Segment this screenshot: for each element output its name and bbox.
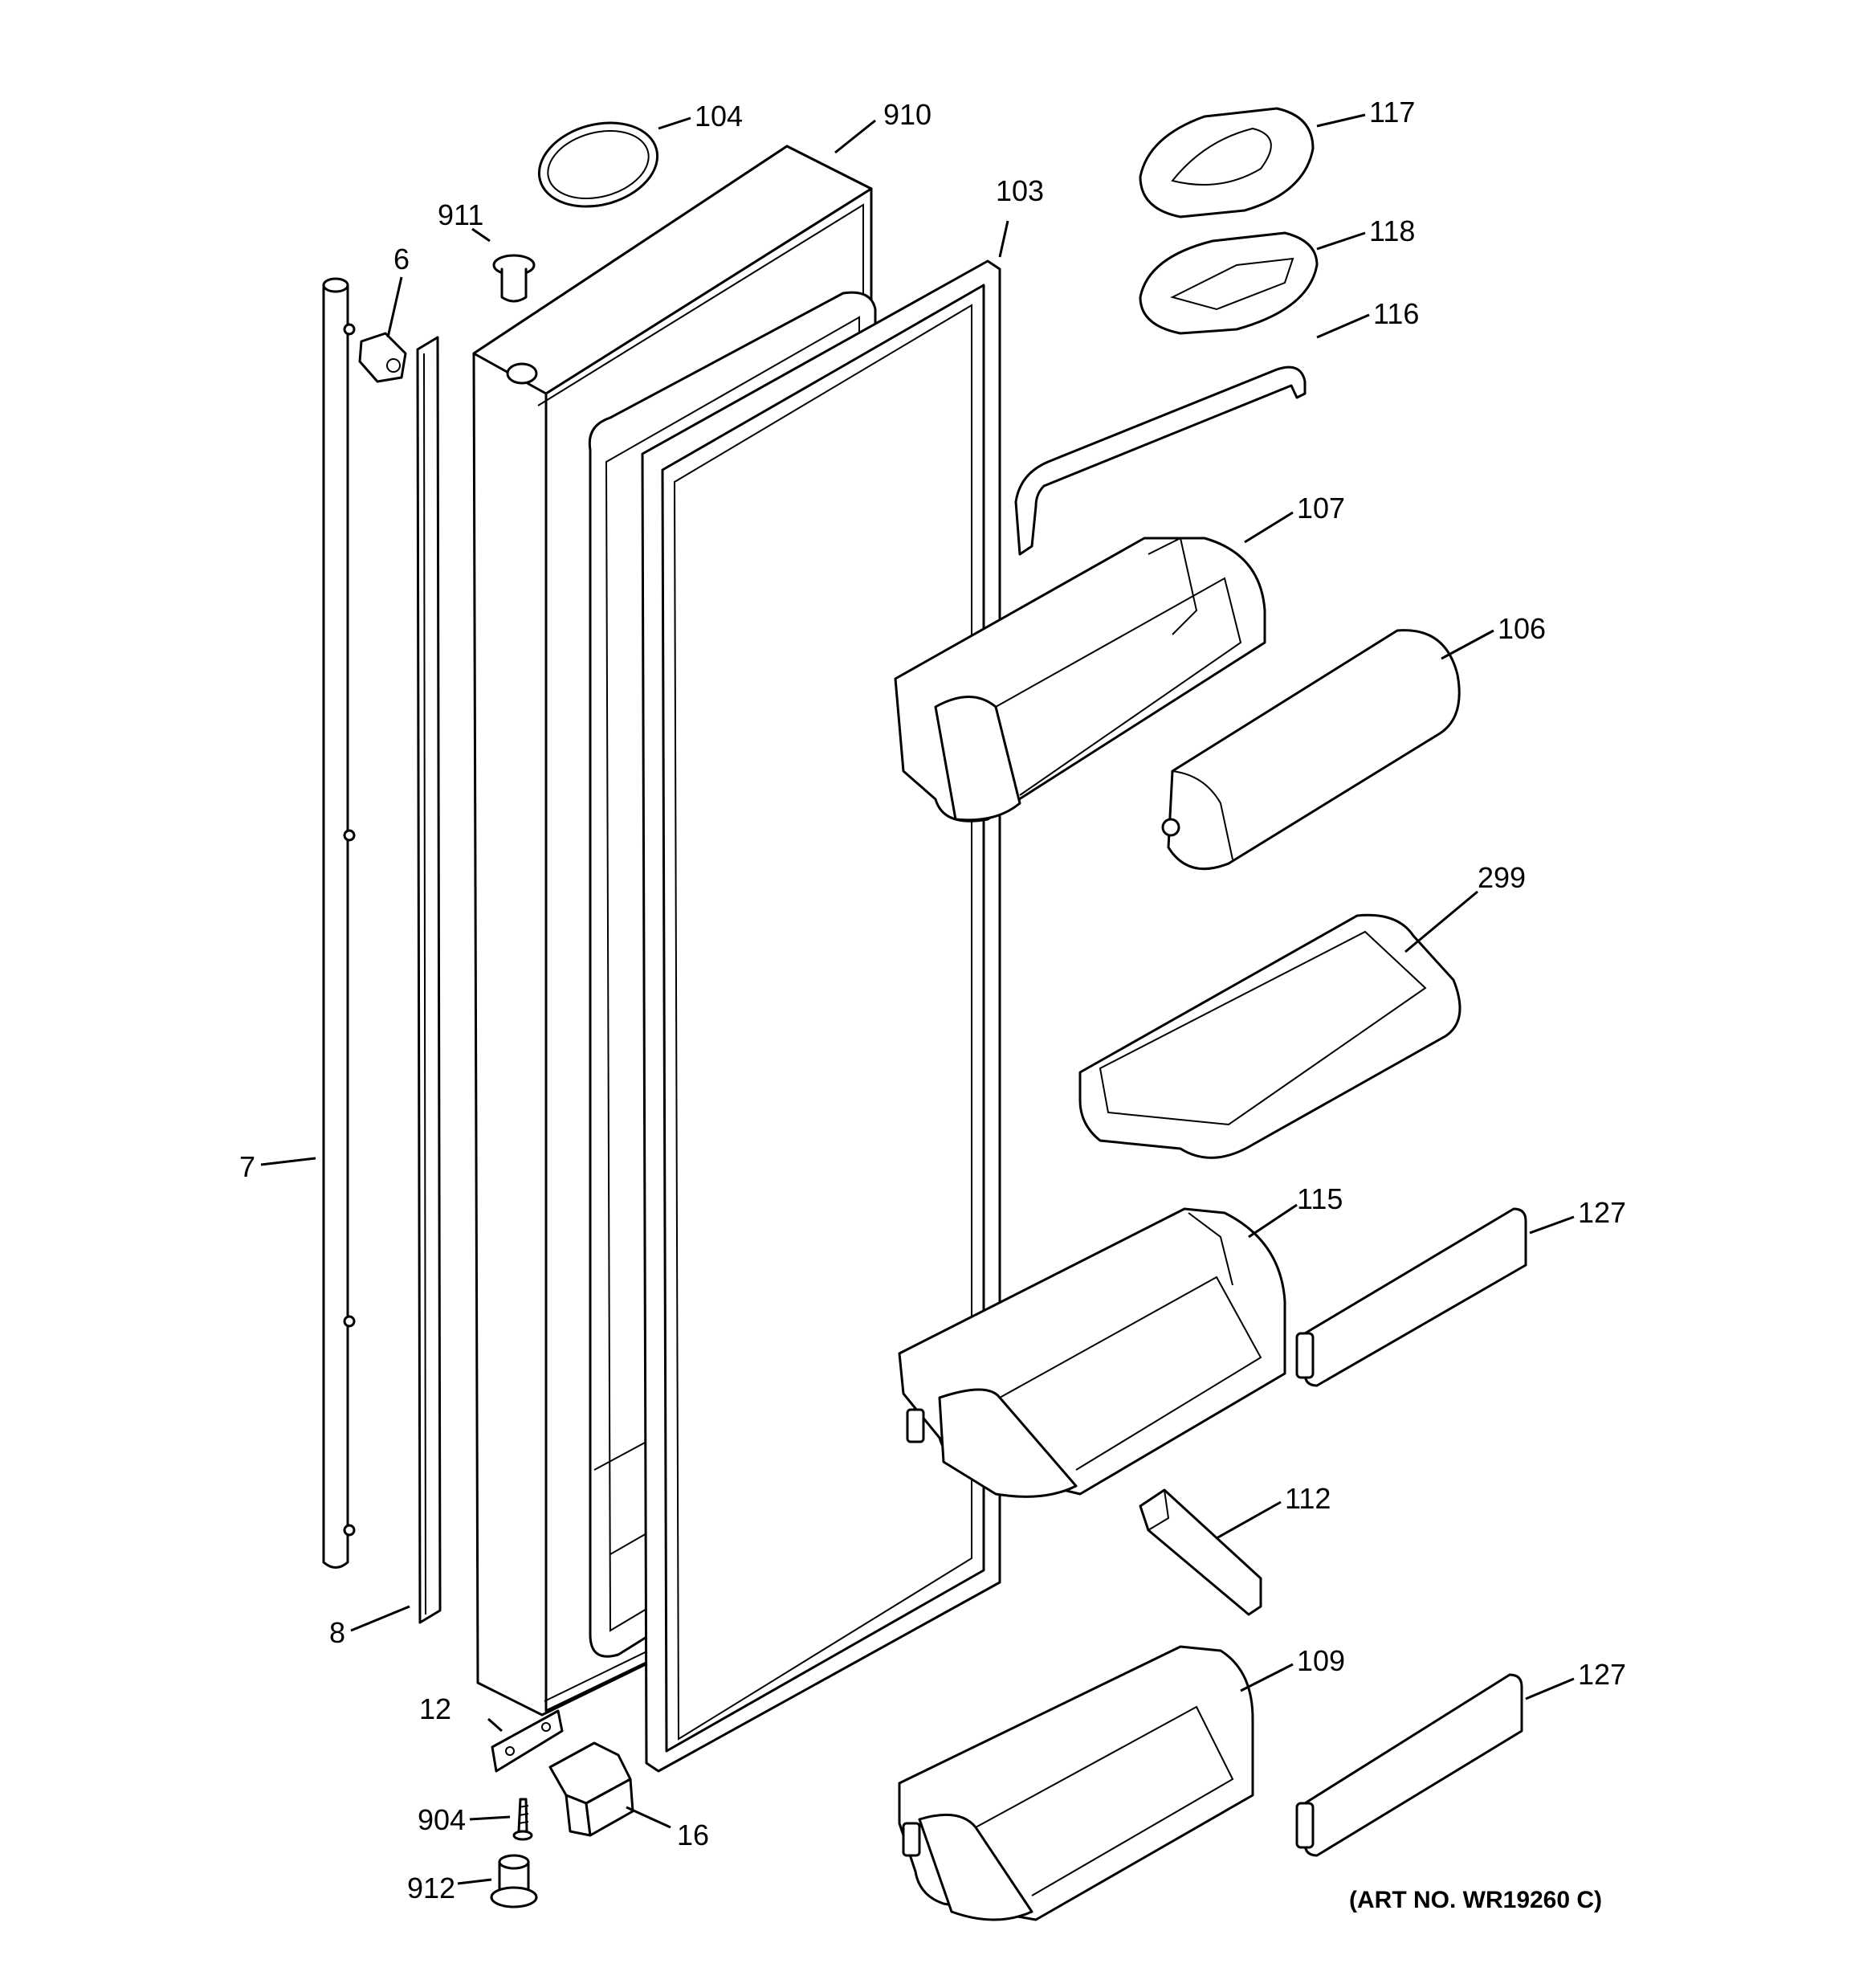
part-117-cover[interactable] xyxy=(1139,107,1315,218)
part-107-door-bin[interactable] xyxy=(894,537,1266,823)
callout-115: 115 xyxy=(1297,1182,1343,1215)
part-127-upper-bin-cover[interactable] xyxy=(1295,1207,1527,1387)
callout-109: 109 xyxy=(1297,1644,1345,1677)
callout-127-upper: 127 xyxy=(1578,1196,1626,1229)
callout-910: 910 xyxy=(883,98,932,131)
callout-12: 12 xyxy=(419,1692,451,1725)
callout-103: 103 xyxy=(996,174,1044,207)
callout-912: 912 xyxy=(407,1872,455,1904)
callout-106: 106 xyxy=(1498,612,1546,645)
callout-117: 117 xyxy=(1369,96,1415,129)
part-7-rod[interactable] xyxy=(322,277,356,1569)
art-number: (ART NO. WR19260 C) xyxy=(1349,1887,1602,1913)
part-112-divider[interactable] xyxy=(1139,1488,1262,1616)
callout-299: 299 xyxy=(1478,861,1526,894)
part-116-rail[interactable] xyxy=(1014,365,1307,556)
part-12-hinge-plate[interactable] xyxy=(491,1709,564,1773)
part-912-bushing[interactable] xyxy=(490,1854,538,1908)
part-8-trim-strip[interactable] xyxy=(416,336,442,1624)
callout-7: 7 xyxy=(239,1150,255,1183)
callout-116: 116 xyxy=(1373,297,1419,330)
callout-104: 104 xyxy=(695,100,743,133)
part-904-screw[interactable] xyxy=(512,1798,533,1841)
callout-911: 911 xyxy=(438,198,483,231)
callout-904: 904 xyxy=(418,1803,466,1836)
callout-16: 16 xyxy=(677,1819,709,1851)
part-911-bushing[interactable] xyxy=(492,254,536,303)
leader-lines xyxy=(260,113,1575,1885)
part-104-oval-gasket[interactable] xyxy=(530,110,667,218)
part-109-door-bin[interactable] xyxy=(898,1645,1254,1921)
callout-112: 112 xyxy=(1285,1482,1331,1515)
callout-107: 107 xyxy=(1297,492,1345,525)
part-16-hinge-bracket[interactable] xyxy=(548,1741,634,1837)
callout-8: 8 xyxy=(329,1616,345,1649)
part-106-bin[interactable] xyxy=(1161,629,1461,871)
part-115-door-bin[interactable] xyxy=(898,1207,1286,1498)
part-6-hinge-cam[interactable] xyxy=(358,332,407,383)
part-299-shelf[interactable] xyxy=(1078,913,1461,1159)
part-118-tray[interactable] xyxy=(1139,231,1319,335)
part-103-door-gasket[interactable] xyxy=(641,259,1001,1773)
part-127-lower-bin-cover[interactable] xyxy=(1295,1673,1523,1857)
callout-127-lower: 127 xyxy=(1578,1658,1626,1691)
callout-118: 118 xyxy=(1369,214,1415,247)
callout-6: 6 xyxy=(393,243,410,276)
